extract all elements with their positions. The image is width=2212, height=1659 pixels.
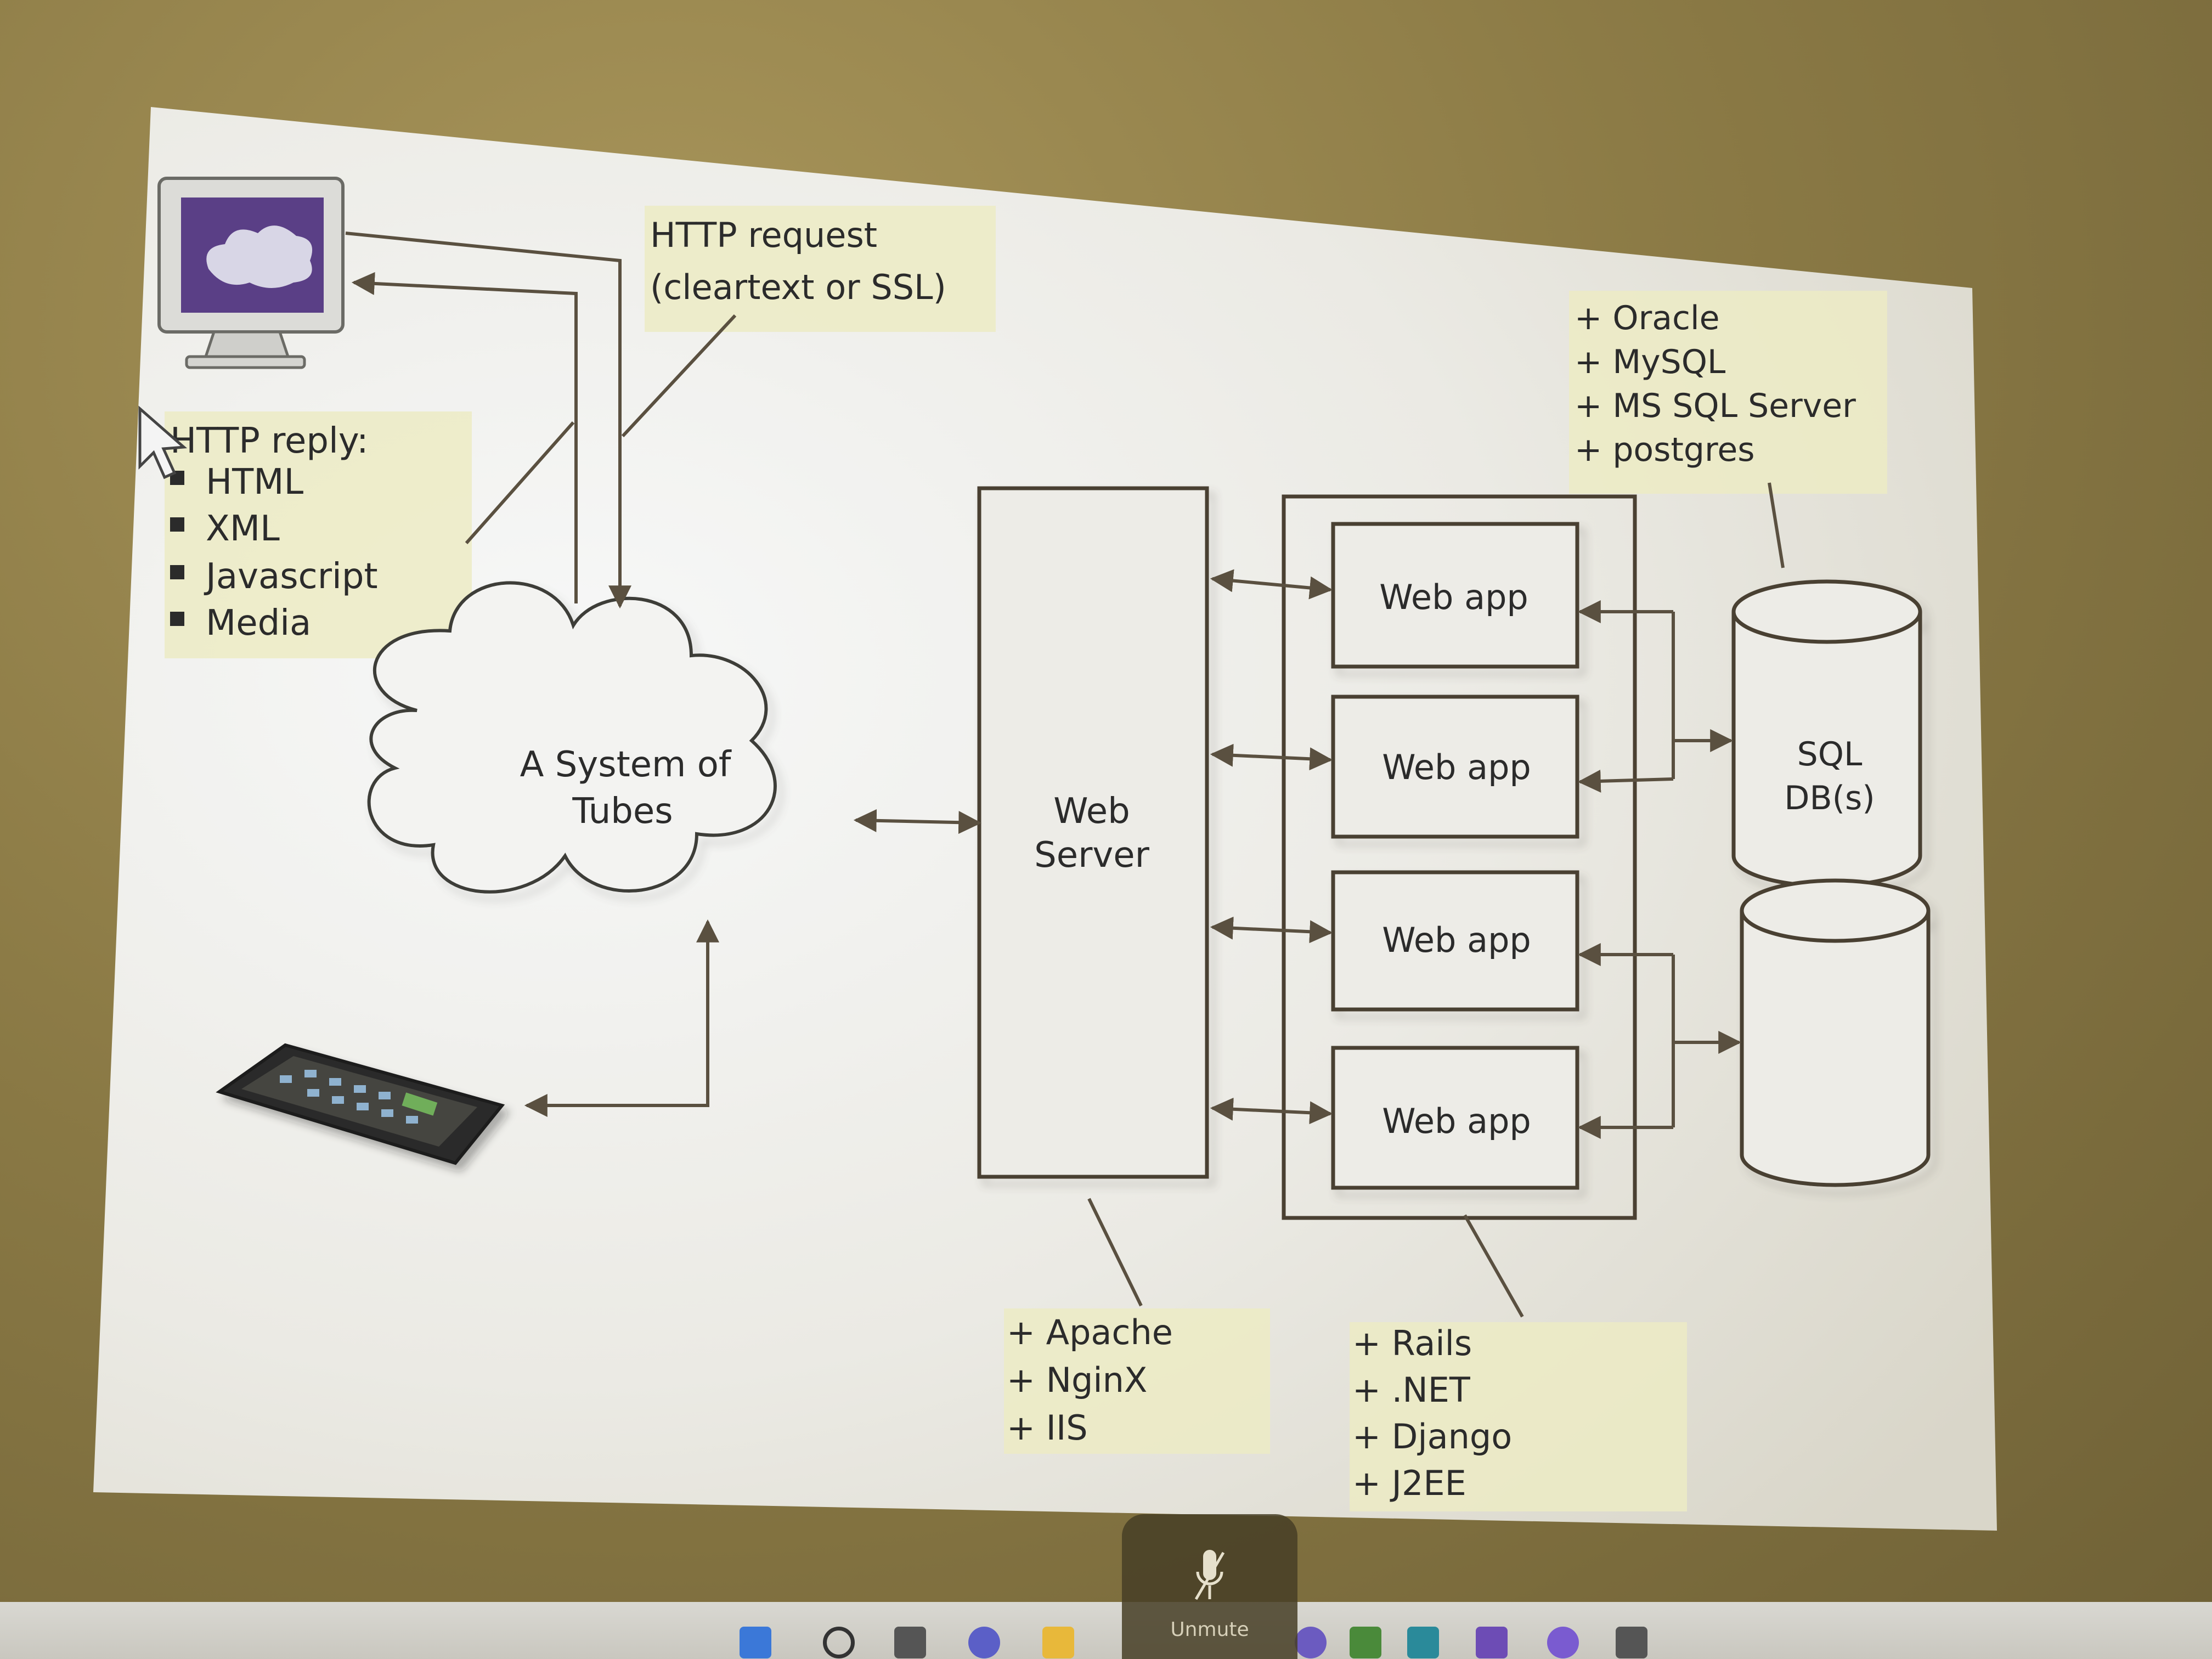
http-request-line2: (cleartext or SSL) (650, 267, 946, 307)
mobile-phone-icon (216, 1043, 505, 1165)
server-list-note (1004, 1308, 1270, 1454)
http-request-line1: HTTP request (650, 215, 877, 255)
framework-list-item: + .NET (1352, 1370, 1471, 1410)
db-label-line2: DB(s) (1784, 779, 1875, 817)
server-list-item: + Apache (1007, 1312, 1173, 1352)
http-reply-item: Media (206, 603, 311, 644)
bullet-icon (170, 517, 184, 532)
web-server-label-line1: Web (1053, 791, 1130, 832)
computer-monitor-icon (157, 177, 345, 369)
internet-cloud (367, 581, 777, 894)
web-app-label: Web app (1382, 920, 1531, 960)
vs-icon[interactable] (1476, 1627, 1508, 1658)
search-icon[interactable] (823, 1627, 855, 1658)
web-app-container (1282, 494, 1637, 1220)
task-view-icon[interactable] (894, 1627, 926, 1658)
web-app-box-4: Web app (1331, 1046, 1579, 1190)
http-reply-item: HTML (206, 462, 303, 503)
framework-list-item: + Django (1352, 1417, 1512, 1457)
bullet-icon (170, 612, 184, 626)
unmute-button[interactable]: Unmute (1122, 1514, 1297, 1659)
http-reply-note (165, 411, 472, 658)
web-app-label: Web app (1379, 577, 1528, 617)
microphone-muted-icon (1194, 1550, 1225, 1600)
windows-taskbar (0, 1602, 2212, 1659)
web-app-box-3: Web app (1331, 870, 1579, 1012)
cloud-label-line2: Tubes (572, 791, 673, 832)
framework-list: + Rails + .NET + Django + J2EE (1352, 1323, 1512, 1503)
db-list: + Oracle + MySQL + MS SQL Server + postg… (1575, 299, 1856, 469)
db-list-item: + Oracle (1575, 299, 1720, 337)
db-list-item: + MS SQL Server (1575, 387, 1856, 425)
edge-icon[interactable] (1407, 1627, 1439, 1658)
server-list-item: + IIS (1007, 1408, 1088, 1448)
http-request-note (645, 206, 996, 332)
photos-icon[interactable] (1616, 1627, 1647, 1658)
windows-start-icon[interactable] (740, 1627, 771, 1658)
http-reply-title: HTTP reply: (170, 421, 369, 461)
mouse-pointer-icon (138, 405, 188, 479)
cloud-label-line1: A System of (520, 744, 732, 785)
web-app-box-1: Web app (1331, 522, 1579, 669)
db-list-note (1569, 291, 1887, 494)
file-explorer-icon[interactable] (1042, 1627, 1074, 1658)
web-app-box-2: Web app (1331, 695, 1579, 839)
app-icon[interactable] (1547, 1627, 1579, 1658)
db-list-item: + postgres (1575, 431, 1755, 469)
db-label-line1: SQL (1797, 735, 1863, 774)
sql-database-top (1731, 579, 1922, 888)
server-list-item: + NginX (1007, 1360, 1147, 1400)
framework-list-item: + Rails (1352, 1323, 1472, 1363)
web-app-label: Web app (1382, 1101, 1531, 1141)
web-app-label: Web app (1382, 747, 1531, 787)
http-reply-item: XML (206, 509, 280, 549)
teams-icon[interactable] (968, 1627, 1000, 1658)
web-server-box (977, 486, 1209, 1179)
connector-lines (345, 232, 1785, 1318)
store-icon[interactable] (1350, 1627, 1381, 1658)
bullet-icon (170, 565, 184, 579)
http-reply-list: HTML XML Javascript Media (170, 462, 378, 644)
web-server-label-line2: Server (1034, 835, 1150, 876)
http-reply-item: Javascript (204, 556, 378, 597)
chat-icon[interactable] (1295, 1627, 1327, 1658)
sql-database-bottom (1740, 878, 1931, 1187)
framework-list-note (1350, 1322, 1687, 1511)
db-list-item: + MySQL (1575, 343, 1726, 381)
unmute-label: Unmute (1170, 1618, 1249, 1641)
server-list: + Apache + NginX + IIS (1007, 1312, 1173, 1448)
framework-list-item: + J2EE (1352, 1463, 1466, 1503)
